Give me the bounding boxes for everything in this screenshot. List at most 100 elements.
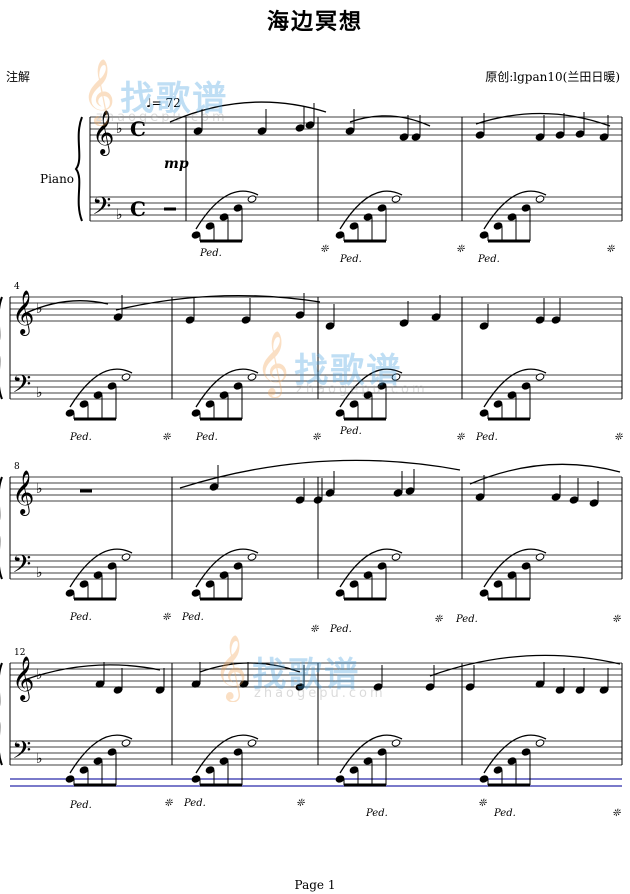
note-head bbox=[107, 748, 117, 756]
treble-clef-icon: 𝄞 bbox=[12, 656, 34, 702]
note-head bbox=[205, 766, 215, 774]
note-head bbox=[247, 195, 257, 203]
slur bbox=[469, 463, 621, 485]
time-signature-common-icon: C bbox=[130, 197, 146, 221]
page-number: Page 1 bbox=[294, 878, 336, 892]
pedal-down-mark: Ped. bbox=[70, 612, 92, 623]
slur bbox=[349, 115, 431, 127]
slur bbox=[69, 548, 133, 588]
pedal-down-mark: Ped. bbox=[494, 808, 516, 819]
note-head bbox=[233, 382, 243, 390]
pedal-release-icon: ❊ bbox=[320, 244, 329, 255]
note-head bbox=[363, 213, 373, 221]
note-head bbox=[493, 222, 503, 230]
pedal-release-icon: ❊ bbox=[434, 614, 443, 625]
note-head bbox=[233, 748, 243, 756]
slur bbox=[339, 190, 403, 230]
note-head bbox=[493, 400, 503, 408]
note-head bbox=[335, 589, 345, 597]
pedal-release-icon: ❊ bbox=[296, 798, 305, 809]
note-head bbox=[391, 739, 401, 747]
note-head bbox=[377, 748, 387, 756]
note-head bbox=[65, 775, 75, 783]
flat-key-signature-icon: ♭ bbox=[36, 385, 43, 401]
pedal-release-icon: ❊ bbox=[162, 612, 171, 623]
pedal-down-mark: Ped. bbox=[182, 612, 204, 623]
slur bbox=[483, 368, 547, 408]
measure-number-8: 8 bbox=[14, 462, 20, 472]
note-head bbox=[475, 493, 485, 501]
note-head bbox=[219, 757, 229, 765]
flat-key-signature-icon: ♭ bbox=[36, 481, 43, 497]
note-head bbox=[535, 373, 545, 381]
note-head bbox=[479, 322, 489, 330]
note-head bbox=[479, 409, 489, 417]
pedal-down-mark: Ped. bbox=[456, 614, 478, 625]
pedal-down-mark: Ped. bbox=[476, 432, 498, 443]
measure-number-12: 12 bbox=[14, 648, 26, 658]
note-head bbox=[521, 382, 531, 390]
note-head bbox=[377, 382, 387, 390]
note-head bbox=[295, 311, 305, 319]
note-head bbox=[521, 562, 531, 570]
lyricist-credit: 注解 bbox=[6, 70, 31, 84]
note-head bbox=[79, 580, 89, 588]
note-head bbox=[191, 589, 201, 597]
note-head bbox=[121, 373, 131, 381]
grand-staff-brace bbox=[0, 296, 3, 400]
note-head bbox=[295, 496, 305, 504]
pedal-down-mark: Ped. bbox=[184, 798, 206, 809]
flat-key-signature-icon: ♭ bbox=[116, 207, 123, 223]
note-head bbox=[93, 757, 103, 765]
slur bbox=[195, 734, 259, 774]
bass-clef-icon: 𝄢 bbox=[12, 550, 31, 585]
note-head bbox=[219, 213, 229, 221]
note-head bbox=[363, 571, 373, 579]
note-head bbox=[219, 391, 229, 399]
note-head bbox=[425, 683, 435, 691]
note-head bbox=[79, 400, 89, 408]
grand-staff-brace bbox=[0, 476, 3, 580]
pedal-release-icon: ❊ bbox=[310, 624, 319, 635]
note-head bbox=[475, 131, 485, 139]
pedal-release-icon: ❊ bbox=[162, 432, 171, 443]
note-head bbox=[599, 133, 609, 141]
note-head bbox=[399, 319, 409, 327]
note-head bbox=[247, 373, 257, 381]
pedal-down-mark: Ped. bbox=[478, 254, 500, 265]
note-head bbox=[479, 589, 489, 597]
note-head bbox=[507, 391, 517, 399]
dynamic-marking: mp bbox=[164, 156, 189, 172]
note-head bbox=[431, 313, 441, 321]
note-head bbox=[411, 133, 421, 141]
pedal-release-icon: ❊ bbox=[606, 244, 615, 255]
treble-clef-icon: 𝄞 bbox=[92, 110, 114, 156]
note-head bbox=[349, 222, 359, 230]
note-head bbox=[205, 580, 215, 588]
note-head bbox=[295, 683, 305, 691]
note-head bbox=[335, 409, 345, 417]
slur bbox=[195, 368, 259, 408]
flat-key-signature-icon: ♭ bbox=[36, 751, 43, 767]
page-title: 海边冥想 bbox=[266, 9, 363, 35]
slur bbox=[339, 368, 403, 408]
note-head bbox=[113, 313, 123, 321]
note-head bbox=[349, 766, 359, 774]
note-head bbox=[233, 562, 243, 570]
note-head bbox=[313, 496, 323, 504]
note-head bbox=[107, 382, 117, 390]
note-head bbox=[373, 683, 383, 691]
note-head bbox=[521, 204, 531, 212]
note-head bbox=[93, 571, 103, 579]
note-head bbox=[363, 757, 373, 765]
note-head bbox=[551, 493, 561, 501]
note-head bbox=[399, 133, 409, 141]
slur bbox=[475, 112, 611, 127]
note-head bbox=[535, 316, 545, 324]
note-head bbox=[191, 231, 201, 239]
note-head bbox=[335, 231, 345, 239]
note-head bbox=[121, 553, 131, 561]
time-signature-common-icon: C bbox=[130, 117, 146, 141]
note-head bbox=[391, 373, 401, 381]
note-head bbox=[535, 739, 545, 747]
